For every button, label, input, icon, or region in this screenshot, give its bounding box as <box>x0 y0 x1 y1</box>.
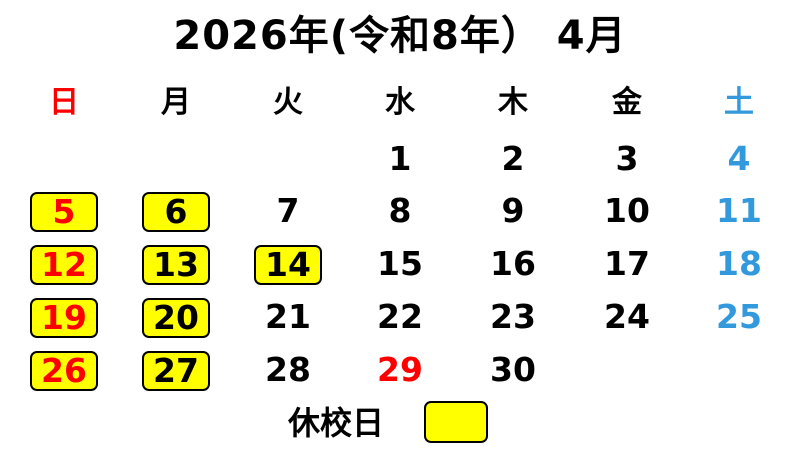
calendar-day: 7 <box>276 191 300 230</box>
calendar-day: 9 <box>501 191 525 230</box>
calendar-week-row: 26 27 28 29 30 <box>0 345 800 397</box>
calendar-week-row: 1 2 3 4 <box>0 134 800 186</box>
calendar-day-school-holiday: 26 <box>30 351 98 391</box>
calendar-day-school-holiday: 5 <box>30 192 98 232</box>
calendar-day-school-holiday: 20 <box>142 298 210 338</box>
calendar-day: 22 <box>377 297 423 336</box>
calendar-day-school-holiday: 12 <box>30 245 98 285</box>
calendar-day: 2 <box>501 139 525 178</box>
weekday-header: 金 <box>612 85 642 120</box>
weekday-header: 月 <box>161 85 191 120</box>
calendar-day-school-holiday: 27 <box>142 351 210 391</box>
weekday-header: 水 <box>385 85 415 120</box>
calendar-day-school-holiday: 13 <box>142 245 210 285</box>
calendar-day: 30 <box>490 350 536 389</box>
calendar-day: 23 <box>490 297 536 336</box>
calendar-day: 24 <box>604 297 650 336</box>
calendar-day: 28 <box>265 350 311 389</box>
calendar-day: 10 <box>604 191 650 230</box>
calendar-week-row: 19 20 21 22 23 24 25 <box>0 292 800 344</box>
calendar-day-school-holiday: 6 <box>142 192 210 232</box>
calendar-day: 11 <box>716 191 762 230</box>
weekday-header-row: 日月火水木金土 <box>0 78 800 128</box>
calendar-day: 8 <box>388 191 412 230</box>
calendar-day: 18 <box>716 244 762 283</box>
legend-label: 休校日 <box>288 404 385 442</box>
calendar-title: 2026年(令和8年） 4月 <box>173 13 627 59</box>
calendar-week-row: 5 6 7 8 9 10 11 <box>0 186 800 238</box>
legend: 休校日 <box>0 398 800 448</box>
calendar-day-school-holiday: 14 <box>254 245 322 285</box>
legend-swatch <box>424 401 488 443</box>
calendar-day: 1 <box>388 139 412 178</box>
weekday-header: 日 <box>49 85 79 120</box>
calendar-day: 3 <box>615 139 639 178</box>
calendar-week-row: 12 13 14 15 16 17 18 <box>0 239 800 291</box>
calendar-day: 4 <box>727 139 751 178</box>
calendar-day: 25 <box>716 297 762 336</box>
weekday-header: 火 <box>273 85 303 120</box>
calendar-day: 15 <box>377 244 423 283</box>
calendar-day-school-holiday: 19 <box>30 298 98 338</box>
weekday-header: 木 <box>498 85 528 120</box>
weekday-header: 土 <box>724 85 754 120</box>
calendar-day: 16 <box>490 244 536 283</box>
calendar-day: 17 <box>604 244 650 283</box>
calendar-day: 21 <box>265 297 311 336</box>
calendar-day: 29 <box>377 350 423 389</box>
